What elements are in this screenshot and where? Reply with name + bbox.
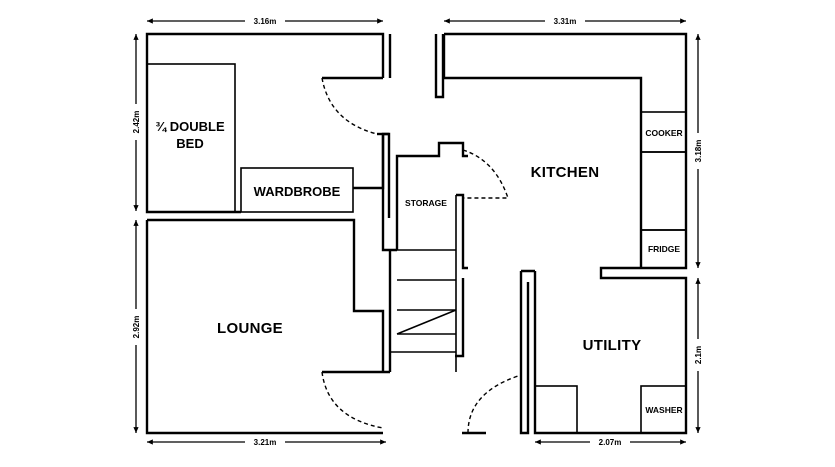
storage-door-swing [462,149,509,199]
dim-right-upper-label: 3.18m [694,140,703,163]
walls [145,32,688,435]
kitchen-label: KITCHEN [531,164,600,181]
utility-cabinet [534,385,578,434]
bed [146,63,236,213]
washer-unit [640,385,687,434]
bed-label-line2: BED [176,136,203,151]
dim-left-upper-label: 2.42m [132,111,141,134]
wardrobe-unit [240,167,354,213]
storage-label: STORAGE [405,198,447,208]
cooker-label: COOKER [645,128,682,138]
dim-top-left-label: 3.16m [254,17,277,26]
counter-unit [640,151,687,231]
kitchen-wall [444,32,688,435]
fixtures [146,63,687,434]
kitchen-inner-wall [442,34,643,268]
washer-label: WASHER [645,405,682,415]
utility-post [519,269,535,435]
dim-left-lower-label: 2.92m [132,316,141,339]
dim-bottom-right-label: 2.07m [599,438,622,447]
fridge-unit [640,229,687,269]
utility-door-swing [467,375,519,434]
dim-right-lower-label: 2.1m [694,346,703,364]
storage-wall [395,141,468,250]
stair-outer-wall [381,218,397,372]
lounge-wall [145,218,390,435]
hall-pillar-mid [434,34,445,99]
dim-bottom-left-label: 3.21m [254,438,277,447]
lounge-label: LOUNGE [217,320,283,337]
dimension-lines: 3.16m 3.31m 3.21m 2.07m 2.42m 2.92m 3.18… [130,16,704,448]
doors [321,77,519,434]
bedroom-door-swing [321,77,378,135]
hall-left-wall [381,132,391,218]
stairs [390,195,457,372]
utility-label: UTILITY [583,337,642,354]
room-labels: ¾ DOUBLE BED WARDBROBE STORAGE KITCHEN C… [155,119,682,415]
storage-right-wall [455,193,468,358]
bed-label-line1: ¾ DOUBLE [155,119,225,134]
wardrobe-label: WARDBROBE [254,184,341,199]
stair-lines [390,195,457,372]
dim-top-right-label: 3.31m [554,17,577,26]
lounge-door-swing [321,371,384,429]
fridge-label: FRIDGE [648,244,680,254]
